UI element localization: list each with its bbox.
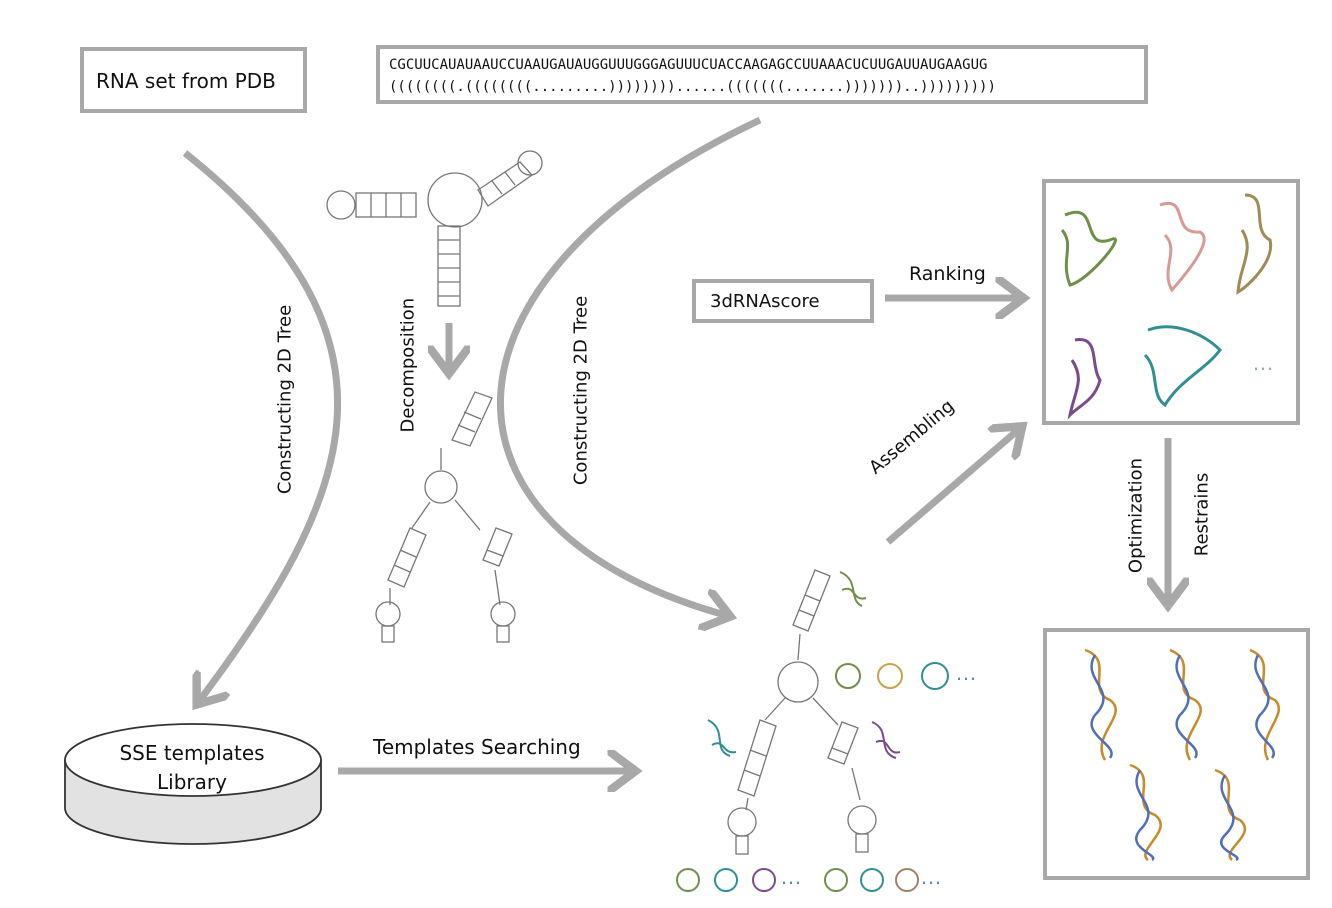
- decomposed-tree: [375, 391, 516, 643]
- rna-sequence: CGCUUCAUAUAAUCCUAAUGAUAUGGUUUGGGAGUUUCUA…: [389, 57, 988, 73]
- template-fragments: [676, 571, 949, 892]
- label-restrains: Restrains: [1191, 472, 1213, 557]
- library-cylinder: [64, 723, 322, 845]
- label-optimization: Optimization: [1125, 457, 1147, 574]
- library-label-line1: SSE templates: [119, 741, 265, 765]
- scoring-box: 3dRNAscore: [692, 279, 874, 323]
- label-constructing-left: Constructing 2D Tree: [274, 304, 296, 495]
- candidate-models: [1060, 193, 1273, 420]
- arrow-assembling: [885, 430, 1018, 545]
- candidate-models-box: [1042, 179, 1300, 425]
- ellipsis-fragments-left: …: [780, 864, 803, 889]
- ellipsis-fragments-right: …: [920, 864, 943, 889]
- label-ranking: Ranking: [909, 263, 986, 285]
- ellipsis-fragments-row1: …: [955, 660, 978, 685]
- final-models: [1084, 648, 1281, 862]
- arrow-constructing-right: [496, 116, 762, 615]
- pdb-source-label: RNA set from PDB: [96, 69, 276, 93]
- secondary-structure-diagram: [326, 150, 543, 307]
- library-label-line2: Library: [157, 770, 227, 794]
- template-tree: [727, 569, 877, 855]
- ellipsis-candidates: …: [1252, 350, 1275, 375]
- label-constructing-right: Constructing 2D Tree: [570, 295, 592, 486]
- final-models-box: [1043, 628, 1310, 880]
- scoring-label: 3dRNAscore: [710, 291, 820, 312]
- dot-bracket-structure: ((((((((.((((((((.........))))))))......…: [389, 79, 996, 95]
- pdb-source-box: RNA set from PDB: [80, 47, 307, 113]
- sequence-box: CGCUUCAUAUAAUCCUAAUGAUAUGGUUUGGGAGUUUCUA…: [376, 45, 1148, 104]
- label-templates-searching: Templates Searching: [373, 735, 581, 759]
- arrow-constructing-left: [182, 150, 341, 700]
- label-decomposition: Decomposition: [397, 297, 419, 433]
